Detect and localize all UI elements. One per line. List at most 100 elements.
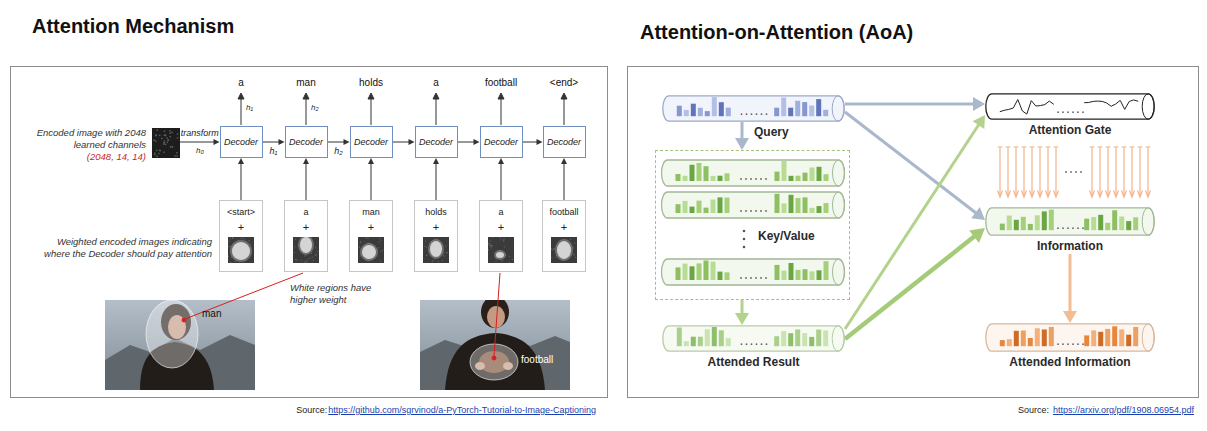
- noise-speck: [176, 155, 178, 157]
- cylinder-face: [833, 259, 845, 285]
- noise-speck: [228, 246, 229, 247]
- map-ground: [551, 237, 577, 263]
- ellipsis-dot: [1067, 111, 1069, 113]
- noise-speck: [171, 146, 173, 148]
- noise-speck: [164, 131, 166, 133]
- feature-bar: [803, 173, 808, 181]
- connector-line: [845, 124, 979, 329]
- map-focus: [496, 252, 504, 258]
- attention-map: [228, 237, 254, 263]
- photo-label: football: [521, 354, 553, 366]
- ellipsis-dot: [1062, 227, 1064, 229]
- map-ground: [358, 237, 384, 263]
- label-holder: a: [238, 77, 244, 89]
- feature-bar: [691, 337, 696, 347]
- figure-panel: Attention-on-Attention (AoA)QueryKey/Val…: [627, 66, 1199, 398]
- decoder-label: Decoder: [224, 137, 258, 148]
- noise-speck: [161, 138, 163, 140]
- feature-bar: [711, 200, 716, 214]
- noise-speck: [366, 238, 367, 239]
- ellipsis-dot: [1062, 111, 1064, 113]
- cylinder-label: Attended Information: [985, 355, 1155, 370]
- noise-speck: [512, 259, 513, 260]
- noise-speck: [153, 140, 155, 142]
- output-word: a: [238, 77, 244, 89]
- noise-speck: [171, 132, 173, 134]
- feature-bar: [1021, 217, 1026, 230]
- leader-line: [494, 273, 500, 356]
- decoder-label: Decoder: [354, 137, 388, 148]
- arrow-head: [238, 93, 244, 99]
- connector: [523, 139, 543, 145]
- arrow-head: [303, 93, 309, 99]
- input-box: man+: [349, 200, 393, 272]
- feature-bar: [711, 176, 716, 181]
- decoder-box: Decoder: [480, 126, 523, 158]
- ellipsis-dot: [1072, 111, 1074, 113]
- arrow-head: [973, 97, 985, 111]
- connector-line: [328, 142, 345, 143]
- noise-speck: [232, 238, 233, 239]
- noise-speck: [177, 137, 179, 139]
- ellipsis-dot: [750, 277, 752, 279]
- cylinder-face: [833, 160, 845, 186]
- label-holder: Information: [985, 239, 1155, 254]
- connector: [263, 139, 285, 145]
- noise-speck: [509, 255, 510, 257]
- cylinder-face: [1142, 94, 1154, 119]
- feature-bar: [795, 330, 800, 347]
- noise-speck: [488, 243, 489, 244]
- feature-bar: [1028, 338, 1033, 346]
- noise-speck: [315, 247, 316, 248]
- cylinder-label: Attended Result: [662, 355, 845, 370]
- decoder-box: Decoder: [415, 126, 458, 158]
- feature-bar: [718, 176, 723, 181]
- feature-bar: [697, 163, 702, 181]
- ellipsis-dot: [765, 178, 767, 180]
- noise-speck: [382, 250, 383, 251]
- feature-bar: [1000, 340, 1005, 346]
- noise-speck: [379, 242, 380, 243]
- output-word: football: [485, 77, 517, 89]
- map-glow: [230, 240, 252, 262]
- ellipsis-dot: [1057, 227, 1059, 229]
- noise-speck: [360, 256, 361, 257]
- noise-speck: [381, 240, 382, 241]
- feature-bar: [1091, 217, 1096, 230]
- feature-bar: [775, 265, 780, 280]
- noise-speck: [228, 256, 229, 257]
- feature-bar: [1014, 220, 1019, 230]
- vector-cylinder: Attention Gate: [985, 93, 1155, 120]
- ellipsis-dot: [755, 210, 757, 212]
- cylinder-body: [662, 160, 845, 186]
- noise-speck: [250, 244, 251, 245]
- ellipsis-dot: [741, 113, 743, 115]
- photo-sky: [105, 300, 255, 390]
- plus-sign: +: [561, 221, 567, 233]
- arrow-head: [971, 207, 985, 220]
- connector: [303, 158, 309, 200]
- noise-speck: [167, 140, 169, 142]
- noise-speck: [159, 150, 161, 152]
- connector: [1063, 254, 1077, 323]
- ellipsis-dot: [743, 246, 746, 249]
- cylinder: [662, 95, 845, 122]
- noise-speck: [305, 262, 306, 263]
- label-holder: h₀: [196, 146, 204, 156]
- map-focus: [232, 242, 250, 260]
- feature-bar: [816, 99, 821, 116]
- cylinder-body: [663, 96, 844, 121]
- ellipsis-dot: [1080, 171, 1082, 173]
- feature-bar: [725, 173, 730, 181]
- noise-speck: [296, 260, 297, 261]
- noise-speck: [490, 246, 491, 247]
- feature-bar: [1035, 328, 1040, 346]
- ellipsis-dot: [766, 113, 768, 115]
- connector-line: [1069, 254, 1072, 312]
- label-holder: <end>: [550, 77, 578, 89]
- label-holder: h₁: [246, 103, 253, 113]
- ellipsis-dot: [765, 277, 767, 279]
- noise-speck: [432, 261, 433, 262]
- connector: [498, 158, 504, 200]
- noise-speck: [502, 260, 503, 261]
